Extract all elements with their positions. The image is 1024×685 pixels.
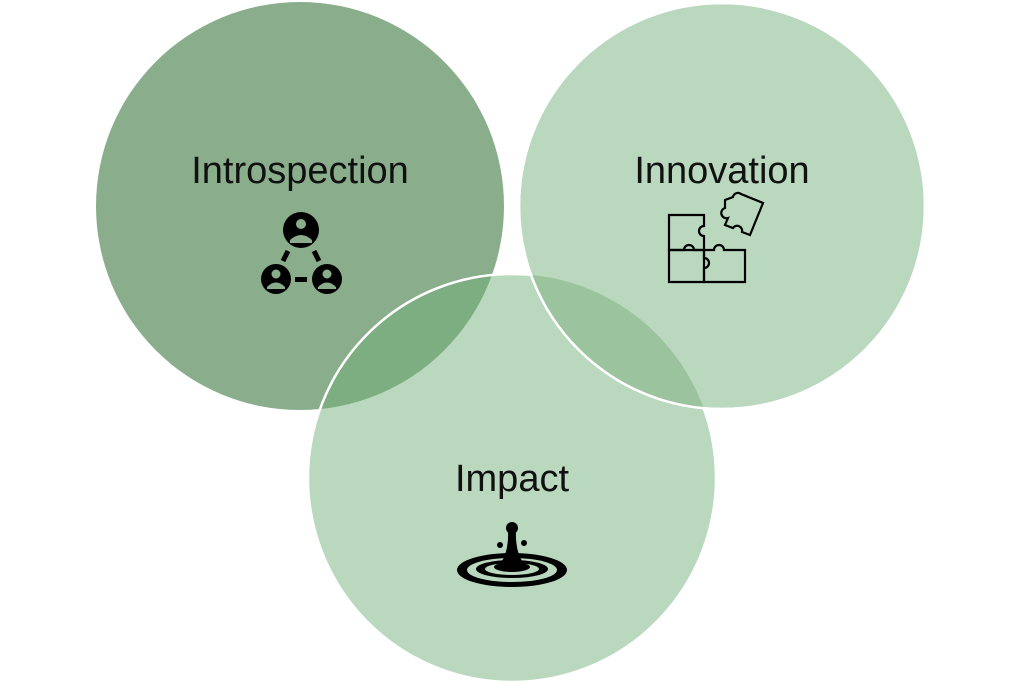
overlap-introspection-impact [308,274,504,410]
overlap-innovation-impact [519,274,716,409]
label-introspection: Introspection [191,150,409,192]
impact-outline [306,272,718,684]
label-impact: Impact [455,458,569,500]
water-drop-ripple-icon [457,522,567,587]
puzzle-icon [667,191,765,284]
people-network-icon [261,212,342,294]
label-innovation: Innovation [634,150,809,192]
innovation-outline [517,1,927,411]
